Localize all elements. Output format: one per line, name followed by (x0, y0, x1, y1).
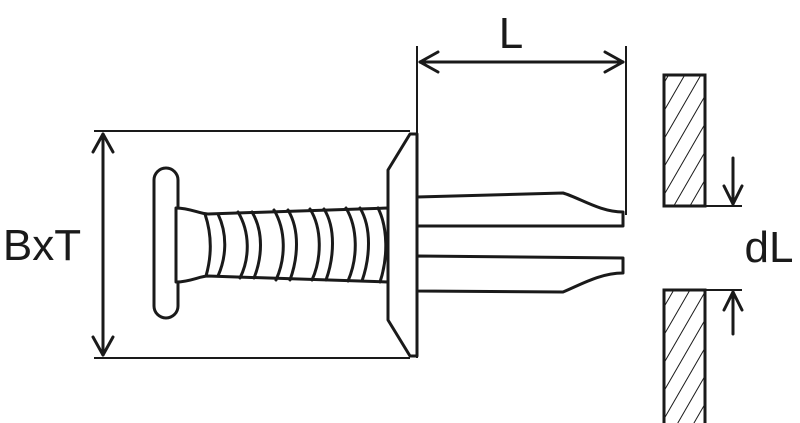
head-size-arrow-top-icon (91, 132, 115, 154)
hole-arrow-top-icon (722, 184, 744, 206)
rivet-flange (386, 132, 419, 358)
head-size-arrow-bottom-icon (91, 335, 115, 357)
hole-diameter-label: dL (745, 223, 794, 272)
head-size-label: BxT (3, 221, 81, 270)
rivet-leg-lower (415, 254, 625, 294)
length-arrow-right-icon (603, 50, 625, 74)
rivet (152, 132, 625, 358)
pin-head (152, 166, 180, 320)
pin-threads (203, 206, 388, 284)
panel-lower-section (662, 288, 707, 423)
panel-upper-section (662, 73, 707, 208)
hole-diameter-dimension: dL (705, 156, 794, 336)
rivet-leg-upper (415, 191, 625, 228)
hole-arrow-bottom-icon (722, 290, 744, 312)
length-dimension: L (416, 9, 627, 358)
length-arrow-left-icon (418, 50, 440, 74)
head-size-dimension: BxT (3, 130, 410, 359)
panel (662, 73, 707, 423)
length-label: L (499, 9, 523, 58)
